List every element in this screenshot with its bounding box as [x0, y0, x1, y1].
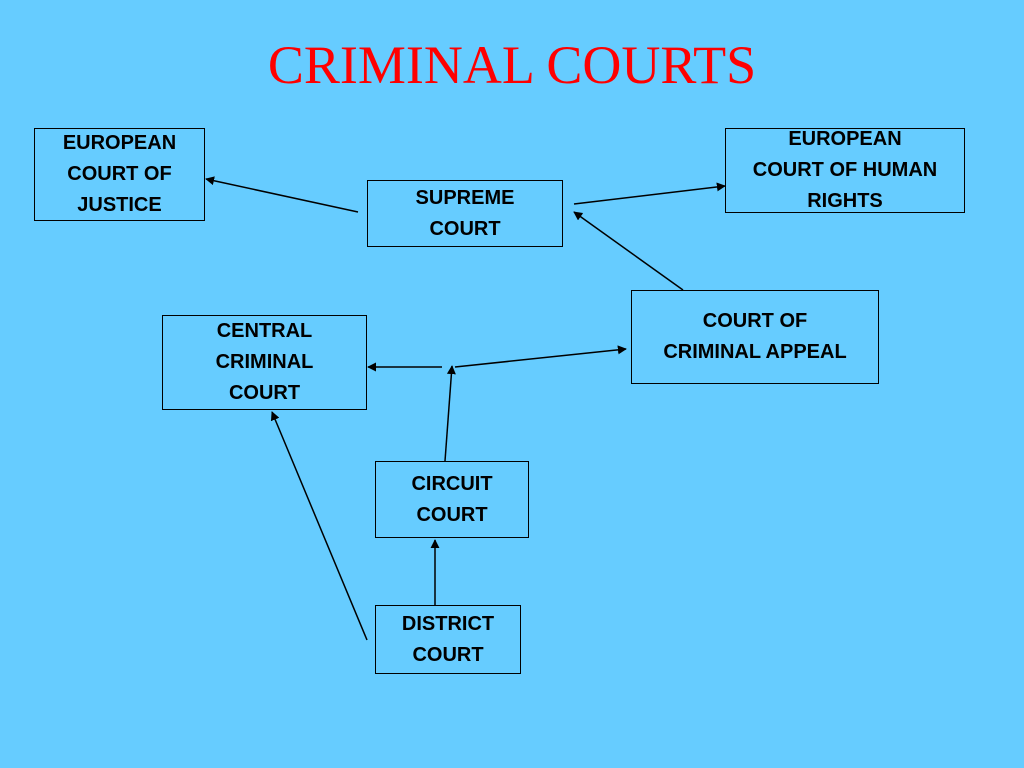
central-criminal-court-box: CENTRAL CRIMINAL COURT: [162, 315, 367, 410]
arrow-circuit-to-junction: [444, 365, 456, 462]
european-court-of-human-rights-box: EUROPEAN COURT OF HUMAN RIGHTS: [725, 128, 965, 213]
arrow-appeal-to-supreme: [573, 211, 684, 291]
european-court-of-justice-box: EUROPEAN COURT OF JUSTICE: [34, 128, 205, 221]
court-of-criminal-appeal-box: COURT OF CRIMINAL APPEAL: [631, 290, 879, 384]
arrow-supreme-to-echr: [573, 182, 726, 205]
district-court-box: DISTRICT COURT: [375, 605, 521, 674]
page-title: CRIMINAL COURTS: [267, 35, 757, 95]
arrow-district-to-central: [270, 411, 368, 641]
supreme-court-box: SUPREME COURT: [367, 180, 563, 247]
arrow-junction-to-appeal: [454, 345, 627, 368]
circuit-court-box: CIRCUIT COURT: [375, 461, 529, 538]
arrow-supreme-to-ecj: [205, 176, 359, 213]
